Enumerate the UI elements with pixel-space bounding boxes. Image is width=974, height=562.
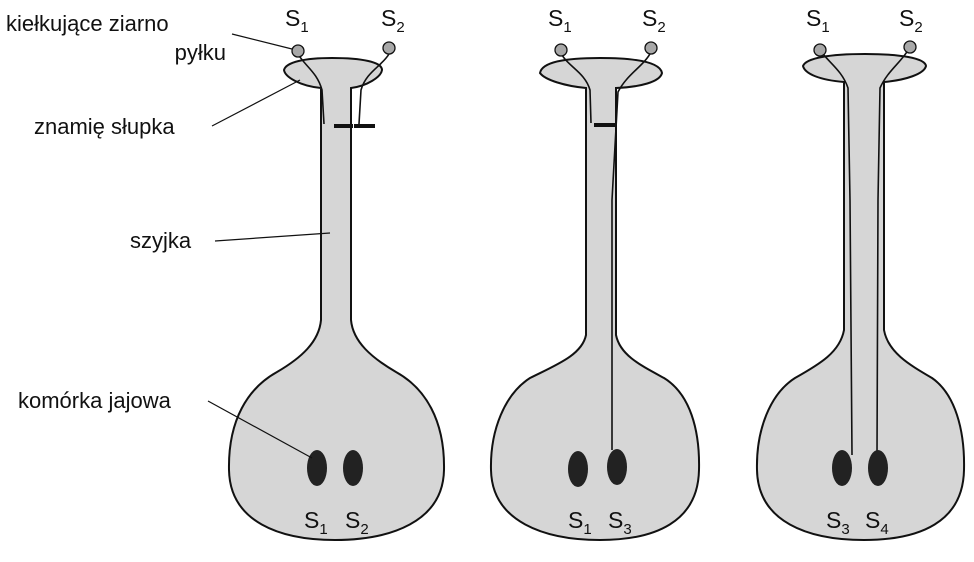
pistil-1-pollen-label-1: S1 [285, 5, 309, 36]
pistil-3-egg-1 [832, 450, 852, 486]
label-egg-cell: komórka jajowa [18, 388, 172, 413]
label-stigma: znamię słupka [34, 114, 175, 139]
pistil-2-body [491, 58, 699, 540]
pistil-3: S1 S2 S3 S4 [757, 5, 964, 540]
pistil-2-pollen-label-1: S1 [548, 5, 572, 36]
pistil-3-pollen-label-2: S2 [899, 5, 923, 36]
leader-stigma [212, 80, 300, 126]
label-pollen-line1: kiełkujące ziarno [6, 11, 169, 36]
pistil-3-pollen-label-1: S1 [806, 5, 830, 36]
pistil-3-body [757, 54, 964, 540]
pistil-2-pollen-s1 [555, 44, 567, 56]
leader-style [215, 233, 330, 241]
pistil-1-pollen-s1 [292, 45, 304, 57]
pistil-3-pollen-s1 [814, 44, 826, 56]
pistil-1-pollen-s2 [383, 42, 395, 54]
pistil-1-egg-1 [307, 450, 327, 486]
pistil-1-pollen-label-2: S2 [381, 5, 405, 36]
pistil-2-pollen-s2 [645, 42, 657, 54]
pistil-2-pollen-label-2: S2 [642, 5, 666, 36]
pistil-3-egg-2 [868, 450, 888, 486]
pistil-1-egg-2 [343, 450, 363, 486]
pistil-3-pollen-s2 [904, 41, 916, 53]
pistil-2-egg-1 [568, 451, 588, 487]
pistil-1: S1 S2 S1 S2 [229, 5, 444, 540]
leader-pollen [232, 34, 292, 49]
pistil-2-egg-2 [607, 449, 627, 485]
label-style: szyjka [130, 228, 192, 253]
pistil-1-body [229, 58, 444, 540]
pistil-2: S1 S2 S1 S3 [491, 5, 699, 540]
label-pollen-line2: pyłku [175, 40, 226, 65]
